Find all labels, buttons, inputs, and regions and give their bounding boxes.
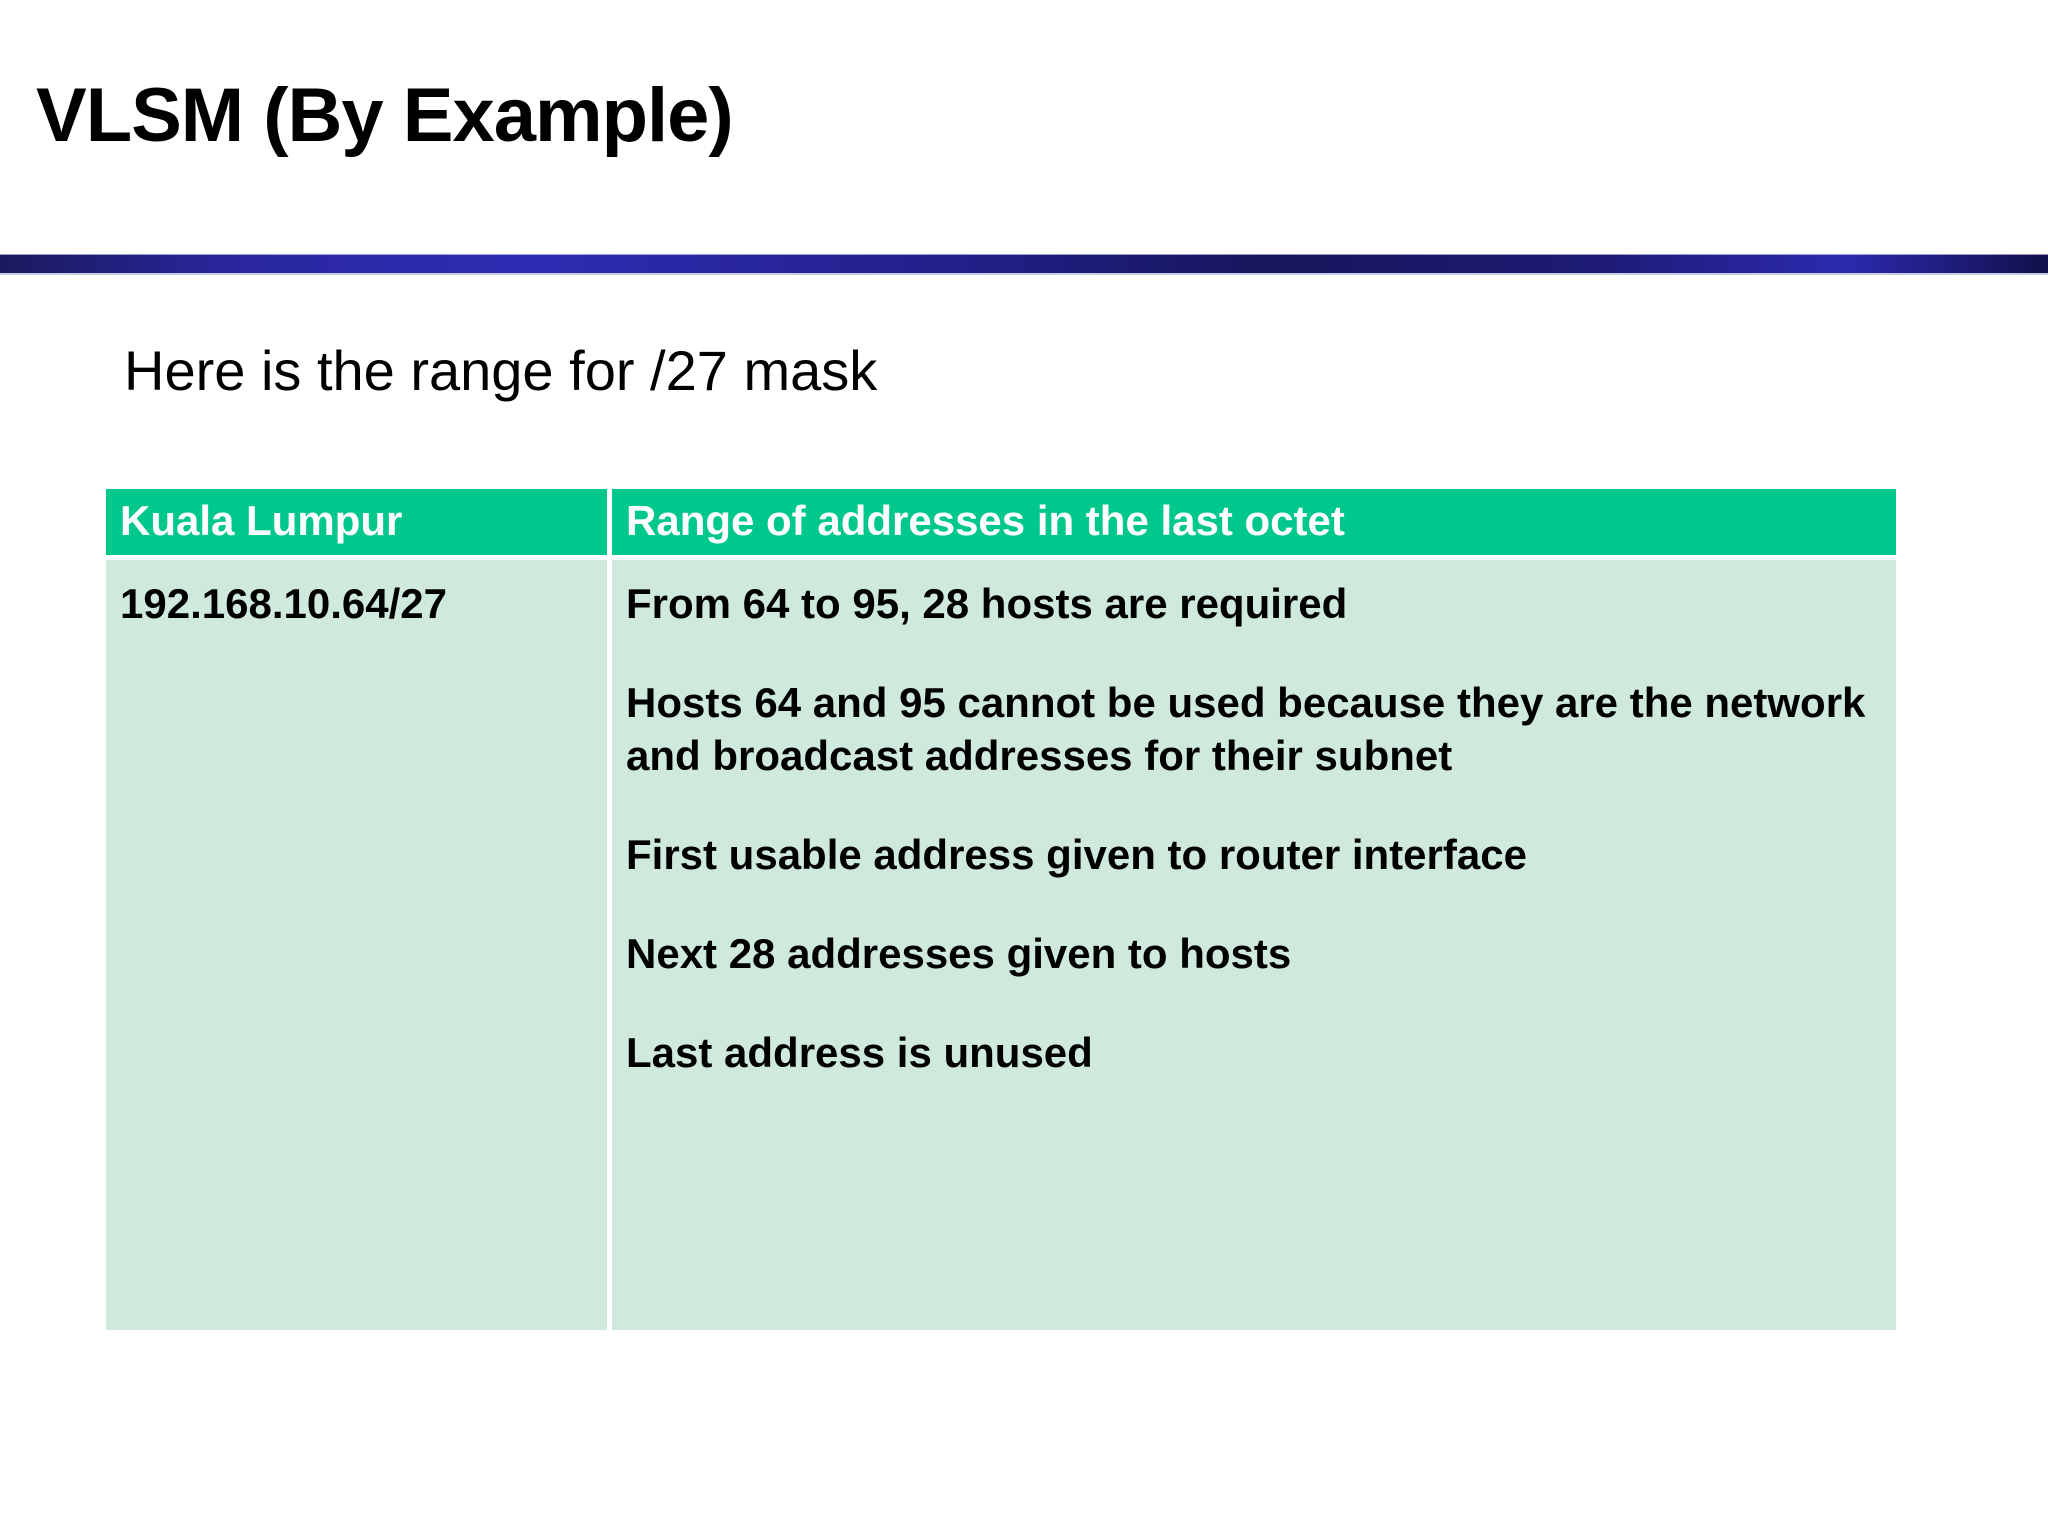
range-note-3: First usable address given to router int… (626, 830, 1527, 878)
vlsm-range-table: Kuala Lumpur Range of addresses in the l… (106, 489, 1896, 1330)
table-row: 192.168.10.64/27 From 64 to 95, 28 hosts… (106, 560, 1896, 1330)
table-header-cell-subnet: Kuala Lumpur (106, 489, 612, 560)
table-header: Kuala Lumpur Range of addresses in the l… (106, 489, 1896, 560)
range-note-1: From 64 to 95, 28 hosts are required (626, 580, 1348, 627)
table-body: 192.168.10.64/27 From 64 to 95, 28 hosts… (106, 560, 1896, 1330)
range-note-2: Hosts 64 and 95 cannot be used because t… (626, 678, 1866, 779)
table-cell-range-notes: From 64 to 95, 28 hosts are required Hos… (612, 560, 1896, 1330)
title-divider-bar (0, 254, 2048, 273)
range-note-4: Next 28 addresses given to hosts (626, 929, 1292, 977)
subtitle-text: Here is the range for /27 mask (124, 339, 878, 402)
table-cell-subnet: 192.168.10.64/27 (106, 560, 612, 1330)
table-header-row: Kuala Lumpur Range of addresses in the l… (106, 489, 1896, 560)
title-divider-hairline (0, 273, 2048, 275)
page-title: VLSM (By Example) (36, 73, 734, 158)
subnet-address-value: 192.168.10.64/27 (120, 580, 447, 627)
table-header-cell-range: Range of addresses in the last octet (612, 489, 1896, 560)
range-note-5: Last address is unused (626, 1028, 1093, 1076)
